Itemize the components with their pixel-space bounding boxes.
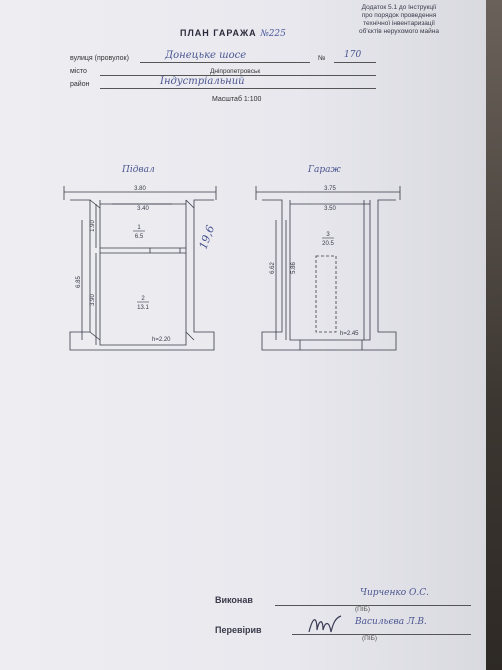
garage-title: Гараж <box>308 165 341 175</box>
number-label: № <box>318 55 326 62</box>
appendix-line: об'єктів нерухомого майна <box>359 28 439 35</box>
appendix-line: технічної інвентаризації <box>363 20 435 27</box>
appendix-note: Додаток 5.1 до Інструкції про порядок пр… <box>324 4 474 36</box>
basement-title: Підвал <box>122 165 155 175</box>
page-edge-shadow <box>486 0 502 670</box>
executed-pib: (ПІБ) <box>355 606 371 613</box>
garage-height: h=2.45 <box>340 331 359 337</box>
room2-number: 2 <box>141 296 145 302</box>
executed-name: Чирченко О.С. <box>360 588 430 598</box>
dim-garage-inner-height: 5.86 <box>291 262 297 274</box>
room3-number: 3 <box>326 232 330 238</box>
handwritten-signature <box>308 615 342 633</box>
city-underline <box>100 75 376 76</box>
district-underline <box>100 88 376 89</box>
garage-number: №225 <box>260 29 286 39</box>
number-value: 170 <box>344 50 362 60</box>
plan-title: ПЛАН ГАРАЖА №225 <box>180 28 286 39</box>
scale-label: Масштаб 1:100 <box>212 96 262 103</box>
dim-garage-total: 3.75 <box>324 186 336 192</box>
dim-basement-room1: 1.90 <box>90 220 96 232</box>
basement-height: h=2.20 <box>152 337 171 343</box>
garage-walls <box>261 199 397 351</box>
handwritten-total: 19,6 <box>197 224 218 251</box>
executed-label: Виконав <box>215 595 253 605</box>
title-text: ПЛАН ГАРАЖА <box>180 28 257 38</box>
appendix-line: про порядок проведення <box>361 12 437 19</box>
dim-basement-room2: 3.90 <box>90 294 96 306</box>
street-value: Донецьке шосе <box>165 50 247 61</box>
basement-walls <box>69 199 215 351</box>
checked-pib: (ПІБ) <box>362 635 378 642</box>
room3-area: 20.5 <box>322 241 334 247</box>
executed-underline <box>275 605 471 606</box>
garage-inner-walls <box>289 200 371 341</box>
district-value: Індустріальний <box>160 76 245 87</box>
room1-number: 1 <box>137 225 141 231</box>
room1-area: 6.5 <box>135 234 144 240</box>
dim-basement-inner: 3.40 <box>137 206 149 212</box>
number-underline <box>334 62 376 63</box>
dim-basement-height: 6.85 <box>76 276 82 288</box>
city-label: місто <box>70 68 87 75</box>
dim-garage-inner: 3.50 <box>324 206 336 212</box>
dim-garage-height: 6.62 <box>270 262 276 274</box>
dim-basement-total: 3.80 <box>134 186 146 192</box>
checked-label: Перевірив <box>215 625 262 635</box>
checked-underline <box>292 634 471 635</box>
checked-name: Васильєва Л.В. <box>355 617 427 627</box>
appendix-line: Додаток 5.1 до Інструкції <box>361 4 437 11</box>
street-label: вулиця (провулок) <box>70 55 129 62</box>
district-label: район <box>70 81 90 88</box>
floor-plans: 3.80 3.40 6.85 1.90 3.90 1 6.5 2 13.1 h=… <box>63 186 401 351</box>
document-sheet: Додаток 5.1 до Інструкції про порядок пр… <box>0 0 486 670</box>
city-value: Дніпропетровськ <box>210 68 261 75</box>
street-underline <box>140 62 310 63</box>
inspection-pit <box>315 255 337 333</box>
basement-inner-walls <box>99 200 187 346</box>
room2-area: 13.1 <box>137 305 149 311</box>
